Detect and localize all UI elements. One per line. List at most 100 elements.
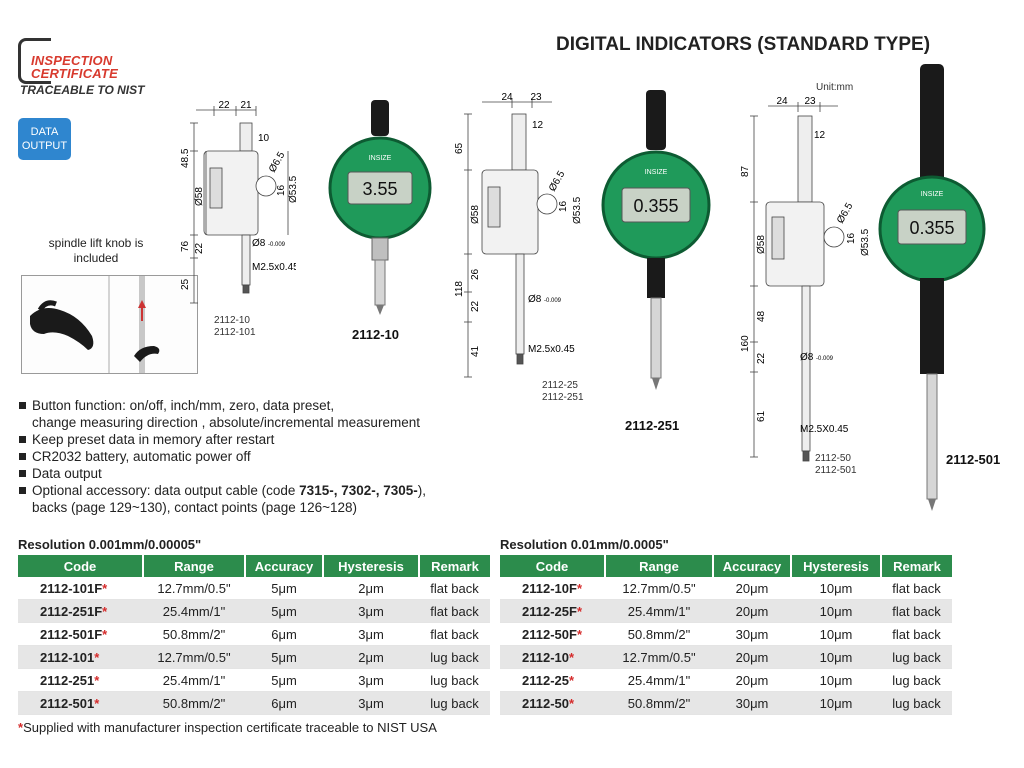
dim-label: 16 — [846, 232, 857, 244]
col-header: Accuracy — [245, 555, 324, 577]
dim-label: Ø6.5 — [835, 201, 856, 226]
dim-label: 61 — [756, 410, 767, 422]
cell-remark: lug back — [881, 691, 952, 715]
cell-range: 12.7mm/0.5" — [143, 577, 245, 600]
cell-hysteresis: 10μm — [791, 668, 881, 692]
dim-label: Ø8 — [800, 352, 814, 363]
dim-label: Ø6.5 — [547, 169, 568, 194]
dim-label: 87 — [740, 165, 751, 177]
cell-remark: lug back — [881, 645, 952, 669]
unit-label: Unit:mm — [816, 82, 854, 93]
cell-remark: flat back — [419, 599, 490, 623]
cell-range: 25.4mm/1" — [605, 668, 713, 692]
asterisk-icon: * — [102, 626, 108, 642]
model-name-2: 2112-251 — [625, 418, 680, 433]
col-header: Remark — [881, 555, 952, 577]
code-text: 2112-501 — [40, 695, 95, 711]
technical-drawing-2112-501: 24 23 12 87 Ø58 Ø6.5 16 Ø53.5 160 48 22 … — [740, 96, 871, 462]
cert-subtitle: TRACEABLE TO NIST — [20, 83, 145, 97]
drawing-codes-3: 2112-50 2112-501 — [815, 453, 857, 477]
dim-label: 41 — [470, 345, 481, 357]
cell-remark: flat back — [881, 577, 952, 600]
dim-label: Ø53.5 — [860, 228, 871, 256]
cell-accuracy: 6μm — [245, 622, 323, 646]
indicator-2112-10: 3.55 INSIZE — [328, 100, 432, 315]
dim-label: 76 — [180, 240, 191, 252]
cell-hysteresis: 3μm — [323, 599, 419, 623]
brand-logo: INSIZE — [921, 191, 944, 198]
drawing-code: 2112-50 — [815, 453, 851, 464]
cell-range: 12.7mm/0.5" — [605, 577, 713, 600]
dim-label: 22 — [756, 352, 767, 364]
dim-label: Ø58 — [756, 235, 767, 254]
certificate-logo-frame — [18, 38, 51, 84]
model-name-3: 2112-501 — [946, 452, 1001, 467]
dim-label: 23 — [804, 96, 816, 107]
cell-code: 2112-10* — [500, 645, 605, 669]
dim-label: 65 — [454, 142, 465, 154]
knob-caption-line-1: spindle lift knob is — [48, 236, 144, 250]
drawing-code: 2112-10 — [214, 315, 250, 326]
dim-label: 118 — [454, 281, 465, 297]
dim-tolerance: -0.009 — [268, 242, 286, 248]
cell-range: 12.7mm/0.5" — [143, 645, 245, 669]
cell-accuracy: 20μm — [713, 577, 791, 600]
dim-label: Ø58 — [194, 187, 205, 206]
code-text: 2112-251 — [40, 672, 95, 688]
certificate-logo: INSPECTION CERTIFICATE — [31, 54, 118, 80]
cell-hysteresis: 3μm — [323, 668, 419, 692]
feature-item: Keep preset data in memory after restart — [18, 431, 426, 448]
code-text: 2112-101 — [40, 649, 95, 665]
dim-label: 160 — [740, 335, 751, 352]
indicator-2112-501: 0.355 INSIZE — [878, 64, 986, 511]
dim-label: 22 — [470, 300, 481, 312]
cell-code: 2112-50* — [500, 691, 605, 715]
code-text: 2112-101F — [40, 580, 103, 596]
dim-label: 21 — [240, 100, 252, 111]
cell-accuracy: 5μm — [245, 668, 323, 692]
code-text: 2112-10 — [522, 649, 569, 665]
dim-label: 48 — [756, 310, 767, 322]
code-text: 2112-10F — [522, 580, 577, 596]
cell-remark: lug back — [419, 645, 490, 669]
col-header: Hysteresis — [323, 555, 420, 577]
drawing-code: 2112-25 — [542, 380, 578, 391]
page-title: DIGITAL INDICATORS (STANDARD TYPE) — [556, 34, 931, 55]
cell-code: 2112-251F* — [18, 599, 143, 623]
cell-remark: lug back — [419, 668, 490, 692]
table1-title: Resolution 0.001mm/0.00005" — [18, 537, 202, 552]
cell-code: 2112-10F* — [500, 577, 605, 600]
asterisk-icon: * — [102, 603, 108, 619]
feature-text: ), — [417, 483, 427, 498]
feature-item-cont: change measuring direction , absolute/in… — [32, 415, 420, 430]
asterisk-icon: * — [569, 649, 575, 665]
cell-accuracy: 20μm — [713, 645, 791, 669]
cell-code: 2112-501* — [18, 691, 143, 715]
cell-range: 25.4mm/1" — [605, 599, 713, 623]
cert-line-2: CERTIFICATE — [31, 66, 118, 81]
model-name-1: 2112-10 — [352, 327, 399, 342]
feature-item-cont: backs (page 129~130), contact points (pa… — [32, 500, 357, 515]
cell-code: 2112-25F* — [500, 599, 605, 623]
col-header: Accuracy — [713, 555, 792, 577]
feature-item: Optional accessory: data output cable (c… — [18, 482, 426, 499]
brand-logo: INSIZE — [645, 169, 668, 176]
footnote: *Supplied with manufacturer inspection c… — [18, 720, 437, 735]
asterisk-icon: * — [18, 720, 24, 735]
drawing-code: 2112-251 — [542, 392, 584, 403]
feature-list: Button function: on/off, inch/mm, zero, … — [18, 397, 426, 516]
dim-label: 16 — [558, 200, 569, 212]
cell-code: 2112-25* — [500, 668, 605, 692]
cert-line-1: INSPECTION — [31, 53, 113, 68]
cell-accuracy: 5μm — [245, 645, 323, 669]
cell-hysteresis: 2μm — [323, 645, 419, 669]
spindle-knob-icon — [30, 276, 160, 373]
